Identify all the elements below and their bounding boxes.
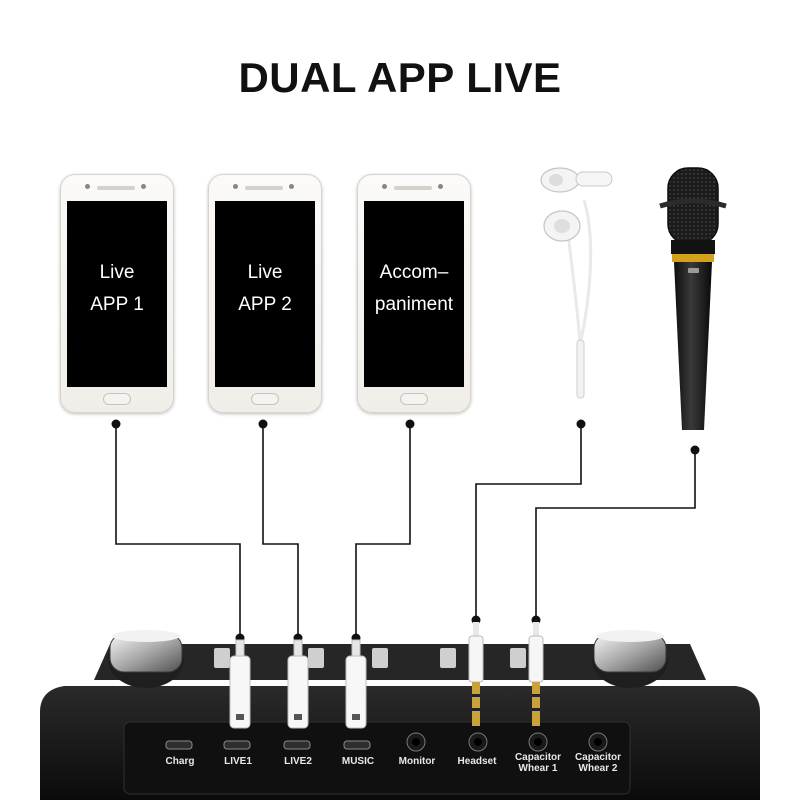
phone-label-line2: APP 2 [238,294,292,315]
speaker-grille [394,186,432,190]
phone-screen: Live APP 1 [67,201,167,387]
usb-plug-icon [229,639,251,729]
page-title: DUAL APP LIVE [238,54,562,101]
connection-wires [115,424,696,638]
camera-dot [233,184,238,189]
usb-plug-icon [345,639,367,729]
usb-plug-icon [287,639,309,729]
audio-jack-icon [468,622,484,726]
audio-jack-icon [528,622,544,726]
camera-dot [85,184,90,189]
earphones-icon [540,167,613,399]
knob-icon [592,630,668,688]
sensor-dot [289,184,294,189]
phone-screen: Accom– paniment [364,201,464,387]
phone-label-line2: APP 1 [90,294,144,315]
port-label-monitor: Monitor [398,756,436,767]
home-button [251,393,279,405]
port-label-capacitor-2: Capacitor Whear 2 [568,752,628,774]
home-button [103,393,131,405]
port-label-music: MUSIC [341,756,375,767]
port-label-live2: LIVE2 [284,756,312,767]
micro-usb-ports [165,740,371,750]
phone-accompaniment: Accom– paniment [357,174,471,413]
audio-jack-ports [406,732,608,752]
phone-label-line1: Live [247,262,283,283]
wire-capacitor [535,450,696,620]
phone-label-line1: Accom– [379,262,449,283]
port-label-line: Whear 1 [518,763,558,774]
port-label-live1: LIVE1 [224,756,252,767]
port-label-line: Capacitor [514,752,562,763]
speaker-grille [97,186,135,190]
port-label-line: Whear 2 [578,763,618,774]
phone-label-line2: paniment [374,294,454,315]
phone-live-app-1: Live APP 1 [60,174,174,413]
fader-caps [214,648,526,668]
sensor-dot [438,184,443,189]
port-label-headset: Headset [457,756,497,767]
wire-live2 [262,424,299,638]
phone-label-line1: Live [99,262,135,283]
phone-live-app-2: Live APP 2 [208,174,322,413]
sensor-dot [141,184,146,189]
port-label-charg: Charg [165,756,195,767]
phone-screen: Live APP 2 [215,201,315,387]
port-label-line: Capacitor [574,752,622,763]
wire-headset [475,424,582,620]
port-label-capacitor-1: Capacitor Whear 1 [508,752,568,774]
sound-card [40,630,760,800]
wire-endpoints [111,419,700,643]
wire-music [355,424,411,638]
home-button [400,393,428,405]
wire-live1 [115,424,241,638]
camera-dot [382,184,387,189]
microphone-icon [659,167,727,430]
speaker-grille [245,186,283,190]
knob-icon [108,630,184,688]
